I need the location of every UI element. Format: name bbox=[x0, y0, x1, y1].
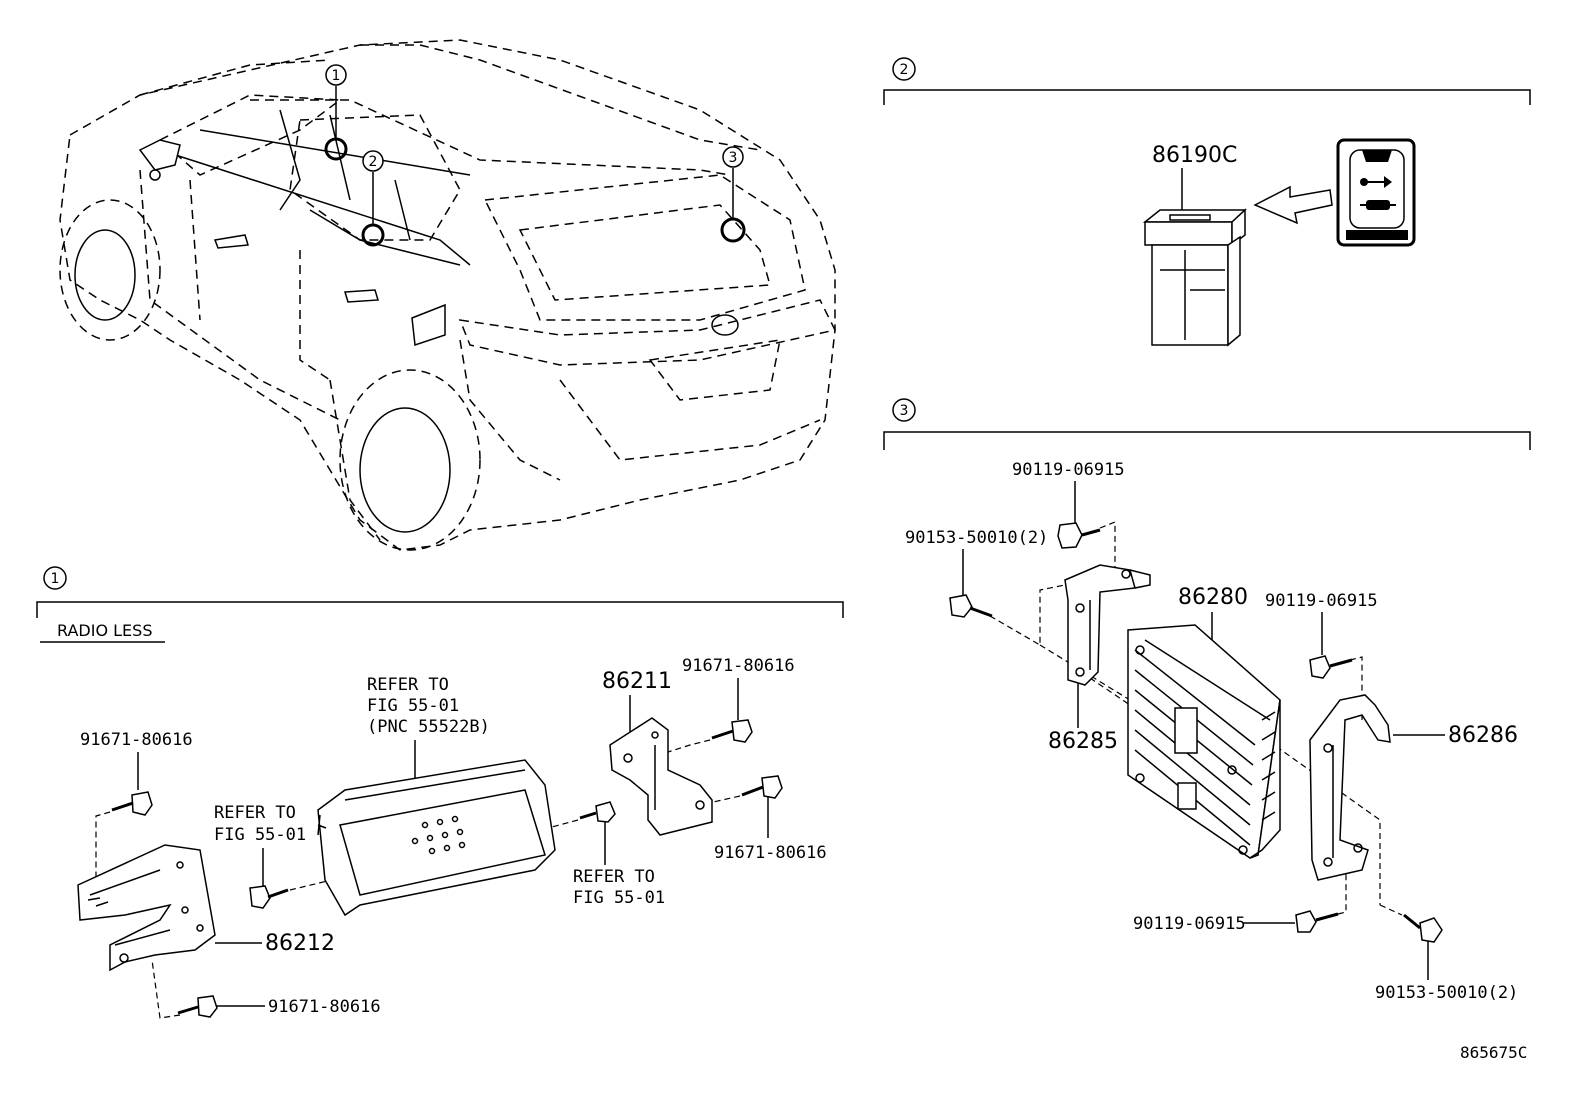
section-2-number: 2 bbox=[900, 62, 909, 78]
part-86211-label: 86211 bbox=[602, 669, 672, 694]
bracket-86212-icon bbox=[77, 844, 216, 972]
screw-91671-bottom-label: 91671-80616 bbox=[268, 997, 381, 1017]
section-3: 3 90119-06915 90153-50010(2) 86280 90119… bbox=[883, 398, 1531, 1003]
screw-90119-top-icon bbox=[1057, 522, 1101, 549]
section-3-number: 3 bbox=[900, 403, 909, 419]
section-1: 1 RADIO LESS 91671-80616 REFER TO FIG 55… bbox=[36, 566, 844, 1019]
refer-display-line-3: (PNC 55522B) bbox=[367, 717, 490, 737]
screw-display-left-icon bbox=[249, 885, 289, 909]
speaker-grille-icon bbox=[411, 815, 466, 855]
bracket-86286-icon bbox=[1309, 694, 1391, 881]
refer-display-line-2: FIG 55-01 bbox=[367, 696, 459, 716]
bolt-90153-bottom-icon bbox=[1403, 913, 1443, 943]
brand-logo-icon bbox=[1174, 707, 1198, 754]
location-marker-3 bbox=[720, 217, 746, 243]
refer-screw-left-line-1: REFER TO bbox=[214, 803, 296, 823]
bolt-90153-left-icon bbox=[949, 594, 993, 618]
section-2: 2 86190C bbox=[883, 57, 1531, 347]
screw-90119-bottom-label: 90119-06915 bbox=[1133, 914, 1246, 934]
screw-91671-right-icon bbox=[741, 775, 783, 799]
direction-arrow bbox=[1253, 185, 1333, 225]
refer-display-line-1: REFER TO bbox=[367, 675, 449, 695]
usb-port-module bbox=[1142, 208, 1247, 347]
section-1-number: 1 bbox=[51, 571, 60, 587]
part-86190C-label: 86190C bbox=[1152, 143, 1237, 168]
screw-display-right-icon bbox=[579, 801, 616, 823]
figure-code: 865675C bbox=[1460, 1043, 1527, 1062]
part-86286-label: 86286 bbox=[1448, 723, 1518, 748]
screw-91671-top-right-icon bbox=[711, 719, 753, 743]
screw-90119-bottom-icon bbox=[1295, 910, 1339, 933]
part-86285-label: 86285 bbox=[1048, 729, 1118, 754]
location-marker-2 bbox=[361, 223, 385, 247]
radio-less-variant-label: RADIO LESS bbox=[57, 621, 152, 640]
display-unit-icon bbox=[317, 759, 556, 917]
screw-91671-right-label: 91671-80616 bbox=[714, 843, 827, 863]
refer-screw-right-line-2: FIG 55-01 bbox=[573, 888, 665, 908]
refer-screw-right-line-1: REFER TO bbox=[573, 867, 655, 887]
usb-face-plate bbox=[1336, 138, 1416, 247]
screw-91671-left-label: 91671-80616 bbox=[80, 730, 193, 750]
screw-90119-right-icon bbox=[1309, 655, 1353, 679]
car-marker-label-2: 2 bbox=[369, 154, 378, 170]
vehicle-illustration: 1 2 3 bbox=[59, 39, 837, 551]
screw-91671-bottom-icon bbox=[177, 995, 218, 1018]
part-86212-label: 86212 bbox=[265, 931, 335, 956]
part-86280-label: 86280 bbox=[1178, 585, 1248, 610]
bolt-90153-left-label: 90153-50010(2) bbox=[905, 528, 1048, 548]
bolt-90153-bottom-label: 90153-50010(2) bbox=[1375, 983, 1518, 1003]
screw-91671-top-right-label: 91671-80616 bbox=[682, 656, 795, 676]
amplifier-86280-icon bbox=[1127, 624, 1281, 859]
bracket-86211-icon bbox=[609, 717, 713, 836]
car-marker-label-3: 3 bbox=[729, 150, 738, 166]
screw-91671-left-icon bbox=[111, 791, 153, 816]
refer-screw-left-line-2: FIG 55-01 bbox=[214, 825, 306, 845]
bracket-86285-icon bbox=[1064, 564, 1151, 686]
screw-90119-top-label: 90119-06915 bbox=[1012, 460, 1125, 480]
car-marker-label-1: 1 bbox=[332, 68, 341, 84]
screw-90119-right-label: 90119-06915 bbox=[1265, 591, 1378, 611]
